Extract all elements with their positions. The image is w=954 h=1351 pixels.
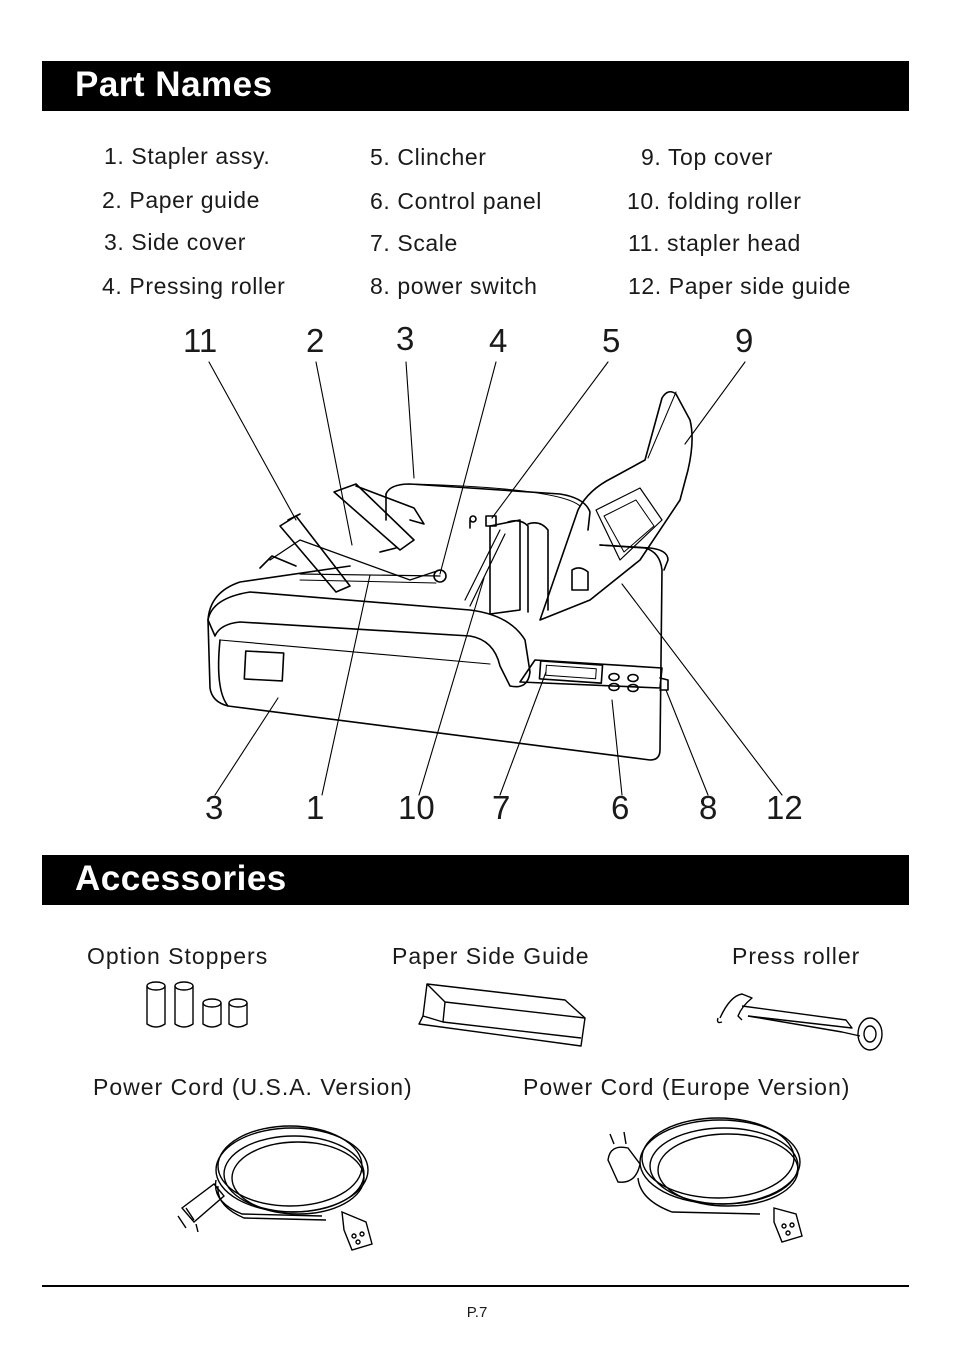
accessories-header-bar: Accessories bbox=[42, 855, 909, 905]
accessory-power-cord-usa-label: Power Cord (U.S.A. Version) bbox=[93, 1074, 413, 1100]
callout-bottom-6: 6 bbox=[611, 789, 630, 826]
part-names-title: Part Names bbox=[75, 65, 273, 104]
option-stoppers-image bbox=[146, 981, 248, 1028]
part-names-header-bar: Part Names bbox=[42, 61, 909, 111]
accessories-title: Accessories bbox=[75, 859, 287, 898]
page-number: P.7 bbox=[466, 1304, 488, 1321]
part-3: 3. Side cover bbox=[104, 229, 247, 255]
part-9: 9. Top cover bbox=[641, 144, 774, 170]
part-10: 10. folding roller bbox=[627, 188, 802, 214]
part-4: 4. Pressing roller bbox=[102, 273, 286, 299]
callout-top-5: 5 bbox=[602, 322, 621, 359]
callout-top-2: 2 bbox=[306, 322, 325, 359]
callout-bottom-12: 12 bbox=[766, 789, 803, 826]
part-1: 1. Stapler assy. bbox=[104, 143, 271, 169]
callout-top-11: 11 bbox=[183, 322, 218, 359]
accessory-power-cord-europe-label: Power Cord (Europe Version) bbox=[523, 1074, 851, 1100]
power-cord-europe-image bbox=[607, 1117, 803, 1243]
part-7: 7. Scale bbox=[370, 230, 458, 256]
callout-bottom-10: 10 bbox=[398, 789, 435, 826]
callout-top-9: 9 bbox=[735, 322, 754, 359]
footer-rule bbox=[42, 1285, 909, 1287]
accessory-press-roller-label: Press roller bbox=[732, 943, 861, 969]
accessory-paper-side-guide-label: Paper Side Guide bbox=[392, 943, 590, 969]
paper-side-guide-image bbox=[418, 983, 586, 1047]
press-roller-image bbox=[716, 993, 883, 1051]
callout-bottom-7: 7 bbox=[492, 789, 511, 826]
part-11: 11. stapler head bbox=[628, 230, 801, 256]
callout-bottom-3: 3 bbox=[205, 789, 224, 826]
callout-top-4: 4 bbox=[489, 322, 508, 359]
callout-top-3: 3 bbox=[396, 320, 415, 357]
part-5: 5. Clincher bbox=[370, 144, 487, 170]
machine-illustration bbox=[207, 361, 783, 796]
part-2: 2. Paper guide bbox=[102, 187, 261, 213]
part-12: 12. Paper side guide bbox=[628, 273, 851, 299]
power-cord-usa-image bbox=[177, 1125, 373, 1251]
callout-bottom-8: 8 bbox=[699, 789, 718, 826]
part-6: 6. Control panel bbox=[370, 188, 542, 214]
part-8: 8. power switch bbox=[370, 273, 538, 299]
callout-bottom-1: 1 bbox=[306, 789, 325, 826]
accessory-option-stoppers-label: Option Stoppers bbox=[87, 943, 269, 969]
